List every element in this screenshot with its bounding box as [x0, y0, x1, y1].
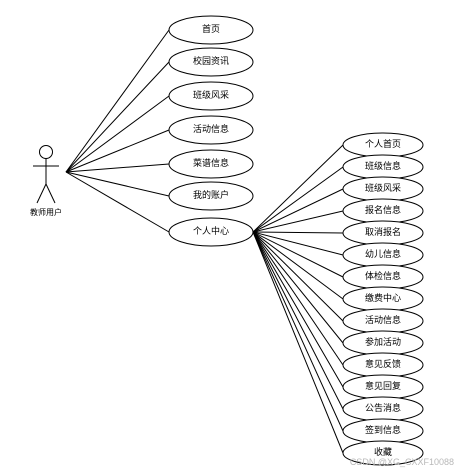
- use-case-ellipse: [168, 217, 254, 247]
- association-line: [65, 95, 170, 173]
- sub-use-case-label: 活动信息: [365, 314, 401, 326]
- use-case: 个人中心: [168, 217, 254, 247]
- association-line: [252, 166, 344, 233]
- association-line: [252, 231, 344, 432]
- sub-use-case: 参加活动: [342, 330, 424, 356]
- association-line: [252, 231, 344, 300]
- sub-use-case: 收藏: [342, 440, 424, 466]
- association-line: [252, 231, 344, 454]
- sub-use-case: 个人首页: [342, 132, 424, 158]
- sub-use-case-ellipse: [342, 440, 424, 466]
- use-case-ellipse: [168, 47, 254, 77]
- sub-use-case: 班级风采: [342, 176, 424, 202]
- use-case-label: 校园资讯: [193, 55, 229, 67]
- association-line: [252, 231, 344, 410]
- use-case: 首页: [168, 15, 254, 45]
- sub-use-case: 意见反馈: [342, 352, 424, 378]
- association-line: [65, 61, 170, 173]
- sub-use-case: 缴费中心: [342, 286, 424, 312]
- association-line: [252, 231, 344, 366]
- use-case-label: 首页: [202, 23, 220, 35]
- association-line: [65, 171, 170, 197]
- association-line: [252, 231, 344, 344]
- association-line: [65, 129, 170, 173]
- association-line: [252, 188, 344, 233]
- sub-use-case-label: 报名信息: [365, 204, 401, 216]
- watermark: CSDN @XG_CXXF10088: [350, 457, 454, 467]
- use-case-ellipse: [168, 15, 254, 45]
- sub-use-case-label: 班级风采: [365, 182, 401, 194]
- association-line: [252, 231, 344, 388]
- use-case: 班级风采: [168, 81, 254, 111]
- use-case-label: 菜谱信息: [193, 157, 229, 169]
- association-line: [65, 171, 170, 233]
- use-case-ellipse: [168, 181, 254, 211]
- sub-use-case-label: 幼儿信息: [365, 248, 401, 260]
- association-line: [252, 231, 344, 322]
- use-case: 我的账户: [168, 181, 254, 211]
- sub-use-case-label: 班级信息: [365, 160, 401, 172]
- sub-use-case: 体检信息: [342, 264, 424, 290]
- sub-use-case-label: 意见回复: [365, 380, 401, 392]
- use-case: 活动信息: [168, 115, 254, 145]
- sub-use-case: 活动信息: [342, 308, 424, 334]
- sub-use-case: 幼儿信息: [342, 242, 424, 268]
- sub-use-case: 意见回复: [342, 374, 424, 400]
- sub-use-case-label: 签到信息: [365, 424, 401, 436]
- association-line: [252, 231, 344, 278]
- actor-left-leg: [36, 183, 47, 204]
- sub-use-case: 签到信息: [342, 418, 424, 444]
- association-line: [252, 231, 344, 234]
- sub-use-case-label: 缴费中心: [365, 292, 401, 304]
- actor-label: 教师用户: [30, 207, 62, 217]
- association-line: [65, 163, 170, 173]
- association-line: [252, 144, 344, 233]
- use-case-label: 活动信息: [193, 123, 229, 135]
- sub-use-case: 公告消息: [342, 396, 424, 422]
- association-line: [65, 29, 170, 173]
- association-line: [252, 210, 344, 233]
- use-case-label: 我的账户: [193, 189, 229, 201]
- sub-use-case-label: 公告消息: [365, 402, 401, 414]
- use-case-ellipse: [168, 149, 254, 179]
- sub-use-case: 班级信息: [342, 154, 424, 180]
- sub-use-case-label: 个人首页: [365, 138, 401, 150]
- association-line: [252, 231, 344, 256]
- sub-use-case-label: 取消报名: [365, 226, 401, 238]
- use-case-ellipse: [168, 81, 254, 111]
- sub-use-case-label: 体检信息: [365, 270, 401, 282]
- sub-use-case: 取消报名: [342, 220, 424, 246]
- sub-use-case-label: 意见反馈: [365, 358, 401, 370]
- sub-use-case-label: 收藏: [374, 446, 392, 458]
- use-case: 菜谱信息: [168, 149, 254, 179]
- actor-teacher: 教师用户: [30, 145, 62, 217]
- use-case-label: 个人中心: [193, 225, 229, 237]
- actor-right-leg: [45, 183, 56, 204]
- sub-use-case: 报名信息: [342, 198, 424, 224]
- sub-use-case-label: 参加活动: [365, 336, 401, 348]
- use-case: 校园资讯: [168, 47, 254, 77]
- actor-head: [39, 145, 53, 159]
- use-case-ellipse: [168, 115, 254, 145]
- use-case-label: 班级风采: [193, 89, 229, 101]
